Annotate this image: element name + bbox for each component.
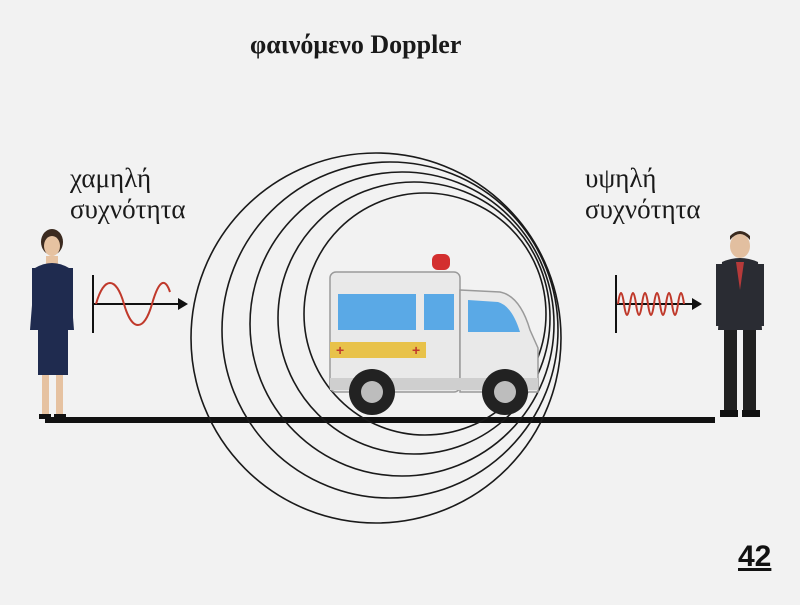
low-frequency-label-line1: χαμηλή (70, 163, 152, 193)
wavefronts (190, 152, 562, 524)
svg-text:+: + (412, 342, 420, 358)
high-frequency-wave (615, 275, 702, 333)
high-frequency-label-line1: υψηλή (585, 163, 657, 193)
low-frequency-label-line2: συχνότητα (70, 194, 186, 225)
wavefront-circle (303, 192, 547, 436)
low-frequency-wave (92, 275, 188, 333)
low-frequency-label: χαμηλή συχνότητα (70, 163, 186, 225)
wavefront-circle (277, 181, 551, 455)
high-frequency-label-line2: συχνότητα (585, 194, 701, 225)
wavefront-circle (221, 161, 559, 499)
man-figure-icon (716, 231, 764, 417)
woman-figure-icon (30, 229, 74, 419)
ambulance-icon: + + (329, 254, 539, 415)
wavefront-circle (190, 152, 562, 524)
diagram-title: φαινόμενο Doppler (250, 30, 462, 59)
wavefront-circle (249, 171, 555, 477)
svg-text:+: + (336, 342, 344, 358)
page-number: 42 (738, 540, 772, 573)
siren-light-icon (432, 254, 450, 270)
high-frequency-label: υψηλή συχνότητα (585, 163, 701, 225)
